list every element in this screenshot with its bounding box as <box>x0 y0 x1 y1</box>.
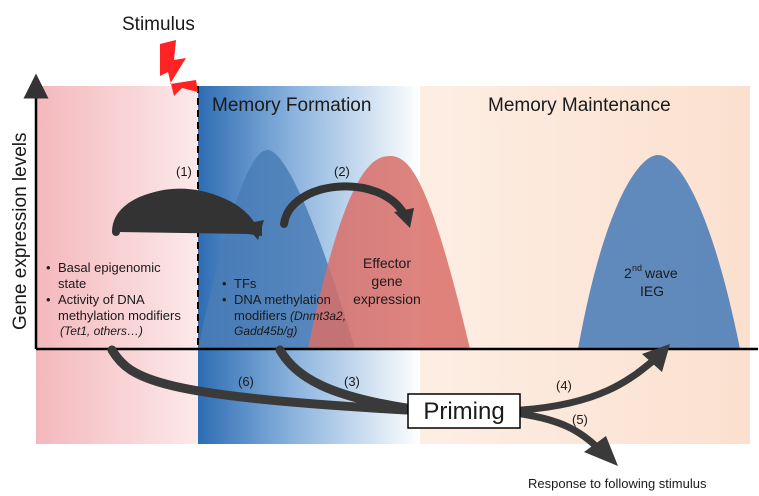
effector-label: Effector gene expression <box>353 255 421 307</box>
basal-line-1: Basal epigenomic <box>58 260 161 275</box>
second-wave-word: wave <box>644 265 678 281</box>
second-wave-label: 2 nd wave IEG <box>624 263 678 299</box>
basal-line-2: state <box>58 276 86 291</box>
stimulus-label: Stimulus <box>122 14 195 35</box>
effector-line-3: expression <box>353 291 421 307</box>
arrow-step-2-body <box>280 182 408 228</box>
blue-peak-tfs <box>198 150 355 349</box>
priming-label: Priming <box>423 398 504 425</box>
basal-line-4: methylation modifiers <box>58 308 181 323</box>
memory-formation-title: Memory Formation <box>212 95 371 116</box>
second-wave-ordinal: 2 <box>624 265 632 281</box>
second-wave-sup: nd <box>632 263 642 273</box>
memory-maintenance-title: Memory Maintenance <box>488 95 671 116</box>
arrow-step-4-head <box>642 344 670 372</box>
formation-line-2: DNA methylation <box>234 292 331 307</box>
arrow-step-5 <box>518 410 604 454</box>
step-6-label: (6) <box>238 374 254 389</box>
arrow-step-1-head <box>244 220 264 240</box>
arrow-step-1-body <box>112 189 256 236</box>
step-4-label: (4) <box>556 378 572 393</box>
svg-text:•: • <box>46 260 51 275</box>
second-wave-line-2: IEG <box>640 283 664 299</box>
formation-line-4: Gadd45b/g) <box>234 324 297 338</box>
step-3-label: (3) <box>344 374 360 389</box>
svg-text:•: • <box>46 292 51 307</box>
basal-line-5: (Tet1, others…) <box>60 324 143 338</box>
step-1-label: (1) <box>176 164 192 179</box>
response-label: Response to following stimulus <box>528 476 707 491</box>
arrow-step-6 <box>107 345 411 415</box>
effector-line-2: gene <box>371 273 402 289</box>
svg-text:•: • <box>222 276 227 291</box>
step-5-label: (5) <box>572 412 588 427</box>
arrow-step-4 <box>518 356 658 414</box>
priming-box <box>407 393 521 429</box>
svg-text:•: • <box>222 292 227 307</box>
formation-line-3-italic: (Dnmt3a2, <box>290 309 346 323</box>
basal-line-3: Activity of DNA <box>58 292 145 307</box>
lightning-bolt-icon <box>160 40 198 96</box>
formation-line-3: modifiers <box>234 308 287 323</box>
blue-peak-second-wave <box>578 155 740 349</box>
arrow-step-2-head <box>394 208 414 228</box>
effector-line-1: Effector <box>363 255 411 271</box>
step-2-label: (2) <box>334 164 350 179</box>
arrow-step-3 <box>275 345 411 413</box>
basal-state-list: • Basal epigenomic state • Activity of D… <box>46 260 181 338</box>
arrow-step-5-head <box>584 436 618 466</box>
formation-line-1: TFs <box>234 276 257 291</box>
formation-list: • TFs • DNA methylation modifiers (Dnmt3… <box>222 276 346 338</box>
y-axis-label: Gene expression levels <box>10 133 31 331</box>
red-peak-effector <box>308 156 470 349</box>
